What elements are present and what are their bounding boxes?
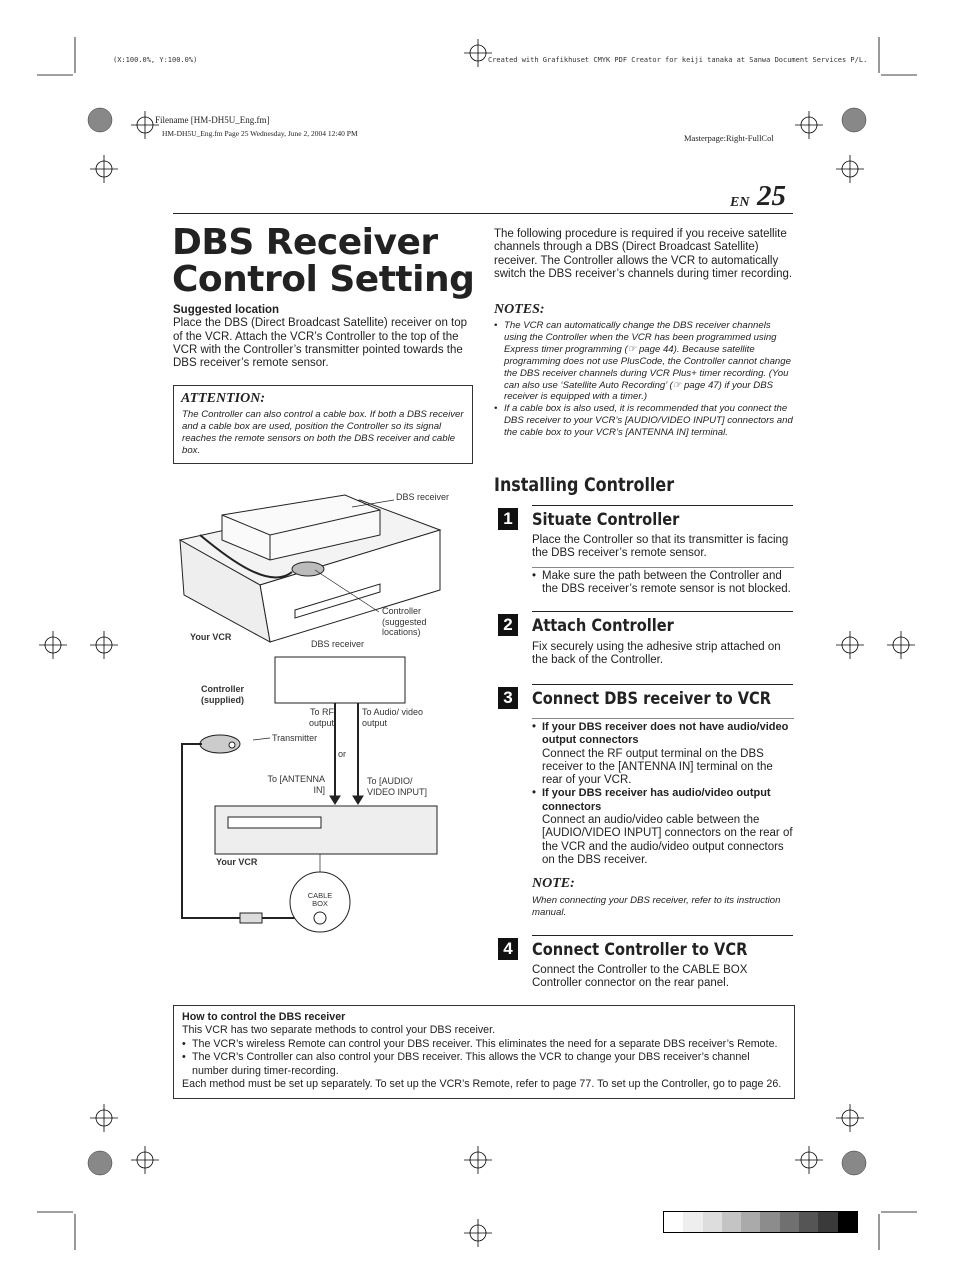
- step-3-bullets: • If your DBS receiver does not have aud…: [532, 721, 794, 867]
- step-2-text: Fix securely using the adhesive strip at…: [532, 641, 781, 667]
- diagram-controller-suggested: Controller (suggested locations): [382, 606, 427, 637]
- diagram-your-vcr-top: Your VCR: [190, 632, 232, 642]
- step-2-number: 2: [498, 614, 518, 636]
- step-1-bullet-text: Make sure the path between the Controlle…: [542, 570, 791, 596]
- notes-list: •The VCR can automatically change the DB…: [494, 320, 794, 439]
- header-rule: [173, 213, 793, 214]
- filename-label: Filename [HM-DH5U_Eng.fm]: [155, 115, 270, 125]
- step-3-b1-head: If your DBS receiver does not have audio…: [542, 721, 789, 747]
- step-1-bullet: •Make sure the path between the Controll…: [532, 570, 794, 597]
- suggested-heading: Suggested location: [173, 304, 280, 316]
- creator-label: Created with Grafikhuset CMYK PDF Creato…: [488, 56, 868, 64]
- step-3-note-heading: NOTE:: [532, 876, 575, 891]
- attention-box: ATTENTION: The Controller can also contr…: [173, 385, 473, 464]
- diagram-to-rf: To RF output: [308, 707, 334, 728]
- attention-heading: ATTENTION:: [181, 391, 265, 406]
- howto-box: How to control the DBS receiver This VCR…: [173, 1005, 795, 1099]
- diagram-your-vcr-bottom: Your VCR: [216, 857, 258, 867]
- page-number: EN 25: [730, 180, 794, 218]
- page-lang: EN: [730, 195, 750, 210]
- intro-text: The following procedure is required if y…: [494, 228, 793, 280]
- step-2-rule: [532, 611, 793, 612]
- step-2-title: Attach Controller: [532, 616, 674, 636]
- notes-item-2-text: If a cable box is also used, it is recom…: [504, 403, 793, 439]
- step-3-note-text: When connecting your DBS receiver, refer…: [532, 895, 781, 918]
- step-3-number: 3: [498, 687, 518, 709]
- howto-bullet-1-text: The VCR’s wireless Remote can control yo…: [192, 1037, 778, 1050]
- coordinates-label: (X:100.0%, Y:100.0%): [113, 56, 198, 64]
- diagram-transmitter: Transmitter: [272, 733, 318, 743]
- page-num: 25: [757, 180, 786, 212]
- step-3-title: Connect DBS receiver to VCR: [532, 689, 772, 709]
- suggested-text: Place the DBS (Direct Broadcast Satellit…: [173, 317, 468, 370]
- howto-bullet-2: •The VCR’s Controller can also control y…: [182, 1051, 788, 1078]
- notes-item: •The VCR can automatically change the DB…: [494, 320, 794, 403]
- fileinfo-label: HM-DH5U_Eng.fm Page 25 Wednesday, June 2…: [162, 129, 358, 138]
- step-3-bullet-2: • If your DBS receiver has audio/video o…: [532, 787, 793, 866]
- step-3-bullet-1: • If your DBS receiver does not have aud…: [532, 721, 794, 787]
- step-4-text: Connect the Controller to the CABLE BOX …: [532, 964, 748, 990]
- step-3-rule: [532, 684, 793, 685]
- diagram-to-avin: To [AUDIO/ VIDEO INPUT]: [367, 776, 428, 797]
- step-3-b2-head: If your DBS receiver has audio/video out…: [542, 787, 771, 813]
- diagram-to-antenna: To [ANTENNA IN]: [267, 774, 325, 795]
- step-4-number: 4: [498, 938, 518, 960]
- diagram-dbs-receiver-mid: DBS receiver: [311, 639, 365, 649]
- step-4-title: Connect Controller to VCR: [532, 940, 748, 960]
- step-1-title: Situate Controller: [532, 510, 680, 530]
- step-1-bullet-rule: [532, 567, 794, 568]
- step-3-bullet-rule: [532, 718, 794, 719]
- diagram-or: or: [338, 749, 347, 759]
- attention-text: The Controller can also control a cable …: [182, 409, 464, 456]
- diagram-controller-supplied: Controller (supplied): [201, 684, 245, 705]
- step-3-b2-text: Connect an audio/video cable between the…: [542, 814, 793, 866]
- connection-diagram: [178, 494, 442, 933]
- diagram-cable-box: CABLE BOX: [307, 891, 333, 908]
- step-3-b1-text: Connect the RF output terminal on the DB…: [542, 747, 773, 787]
- step-1-rule: [532, 505, 793, 506]
- howto-bullet-2-text: The VCR’s Controller can also control yo…: [192, 1051, 750, 1077]
- notes-item: •If a cable box is also used, it is reco…: [494, 403, 793, 439]
- howto-intro: This VCR has two separate methods to con…: [182, 1024, 496, 1037]
- howto-bullet-1: •The VCR’s wireless Remote can control y…: [182, 1038, 788, 1051]
- step-1-number: 1: [498, 508, 518, 530]
- diagram-dbs-receiver-top: DBS receiver: [396, 492, 450, 502]
- title-line-1: DBS Receiver: [172, 222, 438, 263]
- masterpage-label: Masterpage:Right-FullCol: [684, 133, 774, 143]
- title-line-2: Control Setting: [172, 259, 475, 300]
- step-1-text: Place the Controller so that its transmi…: [532, 534, 789, 560]
- step-4-rule: [532, 935, 793, 936]
- color-calibration-bar: [663, 1211, 858, 1233]
- suggested-location: Suggested location Place the DBS (Direct…: [173, 304, 473, 370]
- page-title: DBS Receiver Control Setting: [172, 222, 475, 300]
- howto-outro: Each method must be set up separately. T…: [182, 1078, 782, 1091]
- notes-heading: NOTES:: [494, 302, 545, 317]
- diagram-to-av: To Audio/ video output: [362, 707, 424, 728]
- notes-item-1-text: The VCR can automatically change the DBS…: [504, 320, 791, 403]
- installing-heading: Installing Controller: [494, 474, 675, 496]
- howto-heading: How to control the DBS receiver: [182, 1011, 346, 1023]
